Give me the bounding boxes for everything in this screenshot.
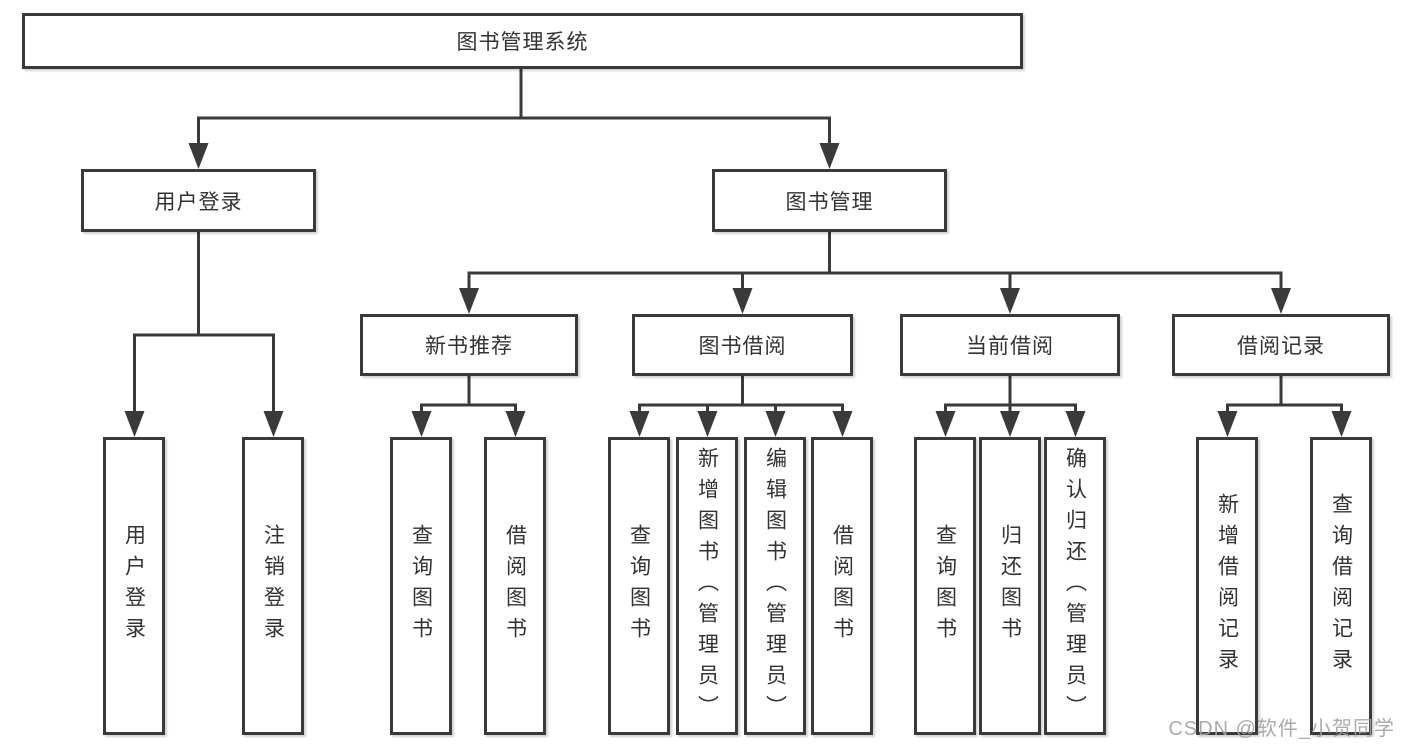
leaf-add-books-admin: 新增图书（管理员）: [676, 437, 738, 735]
node-label: 借阅记录: [1237, 335, 1325, 358]
leaf-logout: 注销登录: [242, 437, 304, 735]
node-label: 用户登录: [122, 524, 146, 648]
leaf-edit-books-admin: 编辑图书（管理员）: [744, 437, 806, 735]
node-label: 当前借阅: [966, 335, 1054, 358]
connector-root-to-level2: [188, 69, 840, 169]
node-new-book-recommendation: 新书推荐: [360, 314, 578, 376]
node-label: 图书借阅: [698, 335, 787, 358]
node-label: 借阅图书: [503, 524, 527, 648]
node-label: 新书推荐: [425, 335, 513, 358]
node-book-borrowing: 图书借阅: [632, 314, 853, 376]
connector-user-login-children: [124, 232, 284, 437]
node-label: 确认归还（管理员）: [1063, 446, 1087, 726]
leaf-query-borrow-record: 查询借阅记录: [1310, 437, 1372, 735]
connector-new-book-children: [411, 376, 526, 437]
node-label: 注销登录: [261, 524, 285, 648]
node-label: 借阅图书: [830, 524, 854, 648]
leaf-confirm-return-admin: 确认归还（管理员）: [1044, 437, 1106, 735]
node-book-management: 图书管理: [712, 169, 947, 232]
node-borrowing-records: 借阅记录: [1172, 314, 1390, 376]
leaf-user-login: 用户登录: [103, 437, 165, 735]
leaf-borrow-books: 借阅图书: [811, 437, 873, 735]
node-label: 归还图书: [998, 524, 1022, 648]
connector-borrow-records-children: [1217, 376, 1352, 437]
leaf-borrow-books-recommend: 借阅图书: [484, 437, 546, 735]
node-label: 图书管理: [785, 190, 874, 214]
node-label: 编辑图书（管理员）: [763, 446, 787, 726]
node-label: 查询图书: [933, 524, 957, 648]
node-label: 查询图书: [627, 524, 651, 648]
node-label: 图书管理系统: [456, 31, 589, 54]
leaf-query-books-borrow: 查询图书: [608, 437, 670, 735]
node-library-management-system: 图书管理系统: [22, 13, 1023, 69]
leaf-add-borrow-record: 新增借阅记录: [1196, 437, 1258, 735]
leaf-query-books-recommend: 查询图书: [390, 437, 452, 735]
csdn-watermark: CSDN @软件_小贺同学: [1168, 718, 1395, 740]
connector-book-management-children: [459, 232, 1291, 314]
connector-current-borrow-children: [935, 376, 1086, 437]
node-label: 用户登录: [154, 190, 243, 214]
leaf-return-books: 归还图书: [979, 437, 1041, 735]
node-label: 查询图书: [409, 524, 433, 648]
node-user-login: 用户登录: [81, 169, 316, 232]
connector-book-borrow-children: [629, 376, 853, 437]
node-label: 新增借阅记录: [1215, 493, 1239, 679]
leaf-query-books-current: 查询图书: [914, 437, 976, 735]
node-label: 新增图书（管理员）: [695, 446, 719, 726]
node-current-borrowing: 当前借阅: [900, 314, 1120, 376]
node-label: 查询借阅记录: [1329, 493, 1353, 679]
